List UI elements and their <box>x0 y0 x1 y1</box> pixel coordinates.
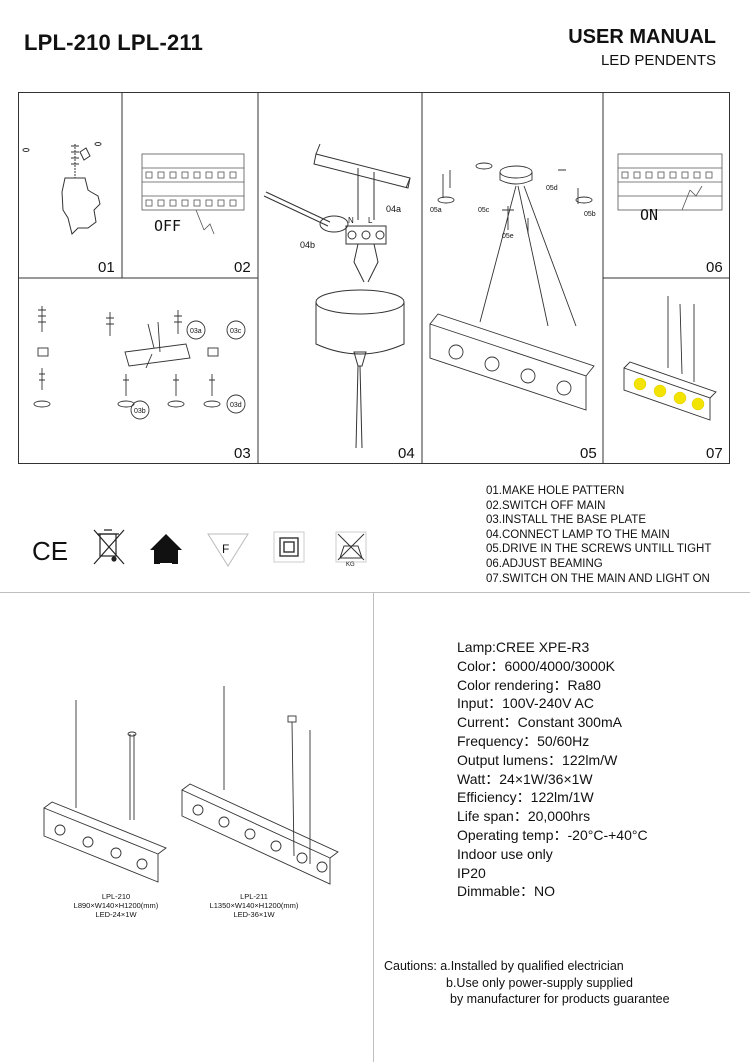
lpl-211-led: LED-36×1W <box>233 910 275 919</box>
spec-watt: Watt：24×1W/36×1W <box>457 770 593 787</box>
spec-lamp: Lamp:CREE XPE-R3 <box>457 639 590 655</box>
lpl-210-led: LED-24×1W <box>95 910 137 919</box>
label-05e: 05e <box>502 233 514 240</box>
spec-operating-temp: Operating temp：-20°C-+40°C <box>457 826 648 843</box>
lpl-210-drawing <box>43 700 167 883</box>
installation-diagram: OFF 03a 03c 03b 03d <box>18 92 730 464</box>
caution-line-2: b.Use only power-supply supplied <box>446 975 633 990</box>
panel-06-adjust-illustration <box>617 153 723 211</box>
label-03b: 03b <box>134 408 146 415</box>
lpl-211-name: LPL-211 <box>240 892 268 901</box>
label-05d: 05d <box>546 185 558 192</box>
lpl-210-name: LPL-210 <box>101 892 131 901</box>
panel-05-screws-illustration <box>429 162 595 411</box>
lpl-211-dims: L1350×W140×H1200(mm) <box>209 901 299 910</box>
certification-icons: CE F KG <box>30 526 400 576</box>
step-item: 05.DRIVE IN THE SCREWS UNTILL TIGHT <box>486 543 712 556</box>
label-04a: 04a <box>386 204 401 214</box>
step-number-01: 01 <box>98 259 115 276</box>
step-item: 07.SWITCH ON THE MAIN AND LIGHT ON <box>486 572 710 585</box>
label-03a: 03a <box>190 328 202 335</box>
svg-text:KG: KG <box>346 562 355 568</box>
step-number-02: 02 <box>234 259 251 276</box>
off-label: OFF <box>154 217 181 235</box>
step-item: 03.INSTALL THE BASE PLATE <box>486 514 647 527</box>
spec-color: Color：6000/4000/3000K <box>457 657 616 674</box>
step-item: 02.SWITCH OFF MAIN <box>486 499 606 512</box>
panel-02-switch-off-illustration <box>141 153 245 235</box>
step-number-03: 03 <box>234 445 251 462</box>
on-label: ON <box>640 206 658 224</box>
caution-line-3: by manufacturer for products guarantee <box>450 992 670 1006</box>
manual-title: USER MANUAL <box>568 26 716 48</box>
step-item: 01.MAKE HOLE PATTERN <box>486 485 625 497</box>
step-item: 04.CONNECT LAMP TO THE MAIN <box>486 528 670 541</box>
spec-life-span: Life span：20,000hrs <box>457 808 591 825</box>
spec-current: Current：Constant 300mA <box>457 714 622 731</box>
lpl-211-drawing <box>181 686 339 885</box>
panel-01-drill-illustration <box>22 142 102 235</box>
lpl-210-dims: L890×W140×H1200(mm) <box>73 901 159 910</box>
installation-steps-list: 01.MAKE HOLE PATTERN 02.SWITCH OFF MAIN … <box>486 484 711 586</box>
spec-ip-rating: IP20 <box>457 864 486 881</box>
step-number-05: 05 <box>580 445 597 462</box>
spec-color-rendering: Color rendering：Ra80 <box>457 676 601 693</box>
model-illustrations: LPL-210 L890×W140×H1200(mm) LED-24×1W LP… <box>30 670 360 930</box>
no-weight-icon: KG <box>335 531 367 568</box>
wire-n-label: N <box>348 216 354 225</box>
specifications-list: Lamp:CREE XPE-R3 Color：6000/4000/3000K C… <box>457 638 648 901</box>
spec-efficiency: Efficiency：122lm/1W <box>457 789 594 806</box>
step-number-04: 04 <box>398 445 415 462</box>
step-number-07: 07 <box>706 445 723 462</box>
spec-indoor: Indoor use only <box>457 845 553 862</box>
step-number-06: 06 <box>706 259 723 276</box>
label-03d: 03d <box>230 402 242 409</box>
lpl-211-caption: LPL-211 L1350×W140×H1200(mm) LED-36×1W <box>194 892 314 919</box>
label-04b: 04b <box>300 240 315 250</box>
wire-l-label: L <box>368 216 373 225</box>
panel-07-light-on-illustration <box>623 296 717 421</box>
panel-03-base-plate-illustration <box>33 306 246 420</box>
spec-dimmable: Dimmable：NO <box>457 883 556 900</box>
cautions-block: Cautions: a.Installed by qualified elect… <box>384 958 670 1008</box>
svg-text:F: F <box>222 542 229 556</box>
ce-mark-icon: CE <box>32 536 68 566</box>
column-divider <box>373 592 374 1062</box>
house-arrow-icon <box>150 534 182 565</box>
product-type: LED PENDENTS <box>600 52 716 69</box>
step-item: 06.ADJUST BEAMING <box>486 557 603 570</box>
spec-input: Input：100V-240V AC <box>457 695 594 712</box>
f-mark-icon: F <box>207 533 249 567</box>
page-title: LPL-210 LPL-211 <box>24 30 204 55</box>
label-05c: 05c <box>478 207 490 214</box>
section-divider <box>0 592 750 593</box>
double-insulation-icon <box>273 531 305 563</box>
spec-frequency: Frequency：50/60Hz <box>457 732 590 749</box>
panel-07-lights <box>633 377 705 411</box>
caution-line-1: Cautions: a.Installed by qualified elect… <box>384 959 624 973</box>
label-05a: 05a <box>430 207 442 214</box>
installation-diagram-grid: OFF 03a 03c 03b 03d <box>18 92 730 464</box>
panel-04-connect-illustration <box>263 143 411 449</box>
lpl-210-caption: LPL-210 L890×W140×H1200(mm) LED-24×1W <box>58 892 174 919</box>
weee-bin-icon <box>93 529 125 565</box>
label-03c: 03c <box>230 328 242 335</box>
label-05b: 05b <box>584 211 596 218</box>
spec-output-lumens: Output lumens：122lm/W <box>457 751 618 768</box>
